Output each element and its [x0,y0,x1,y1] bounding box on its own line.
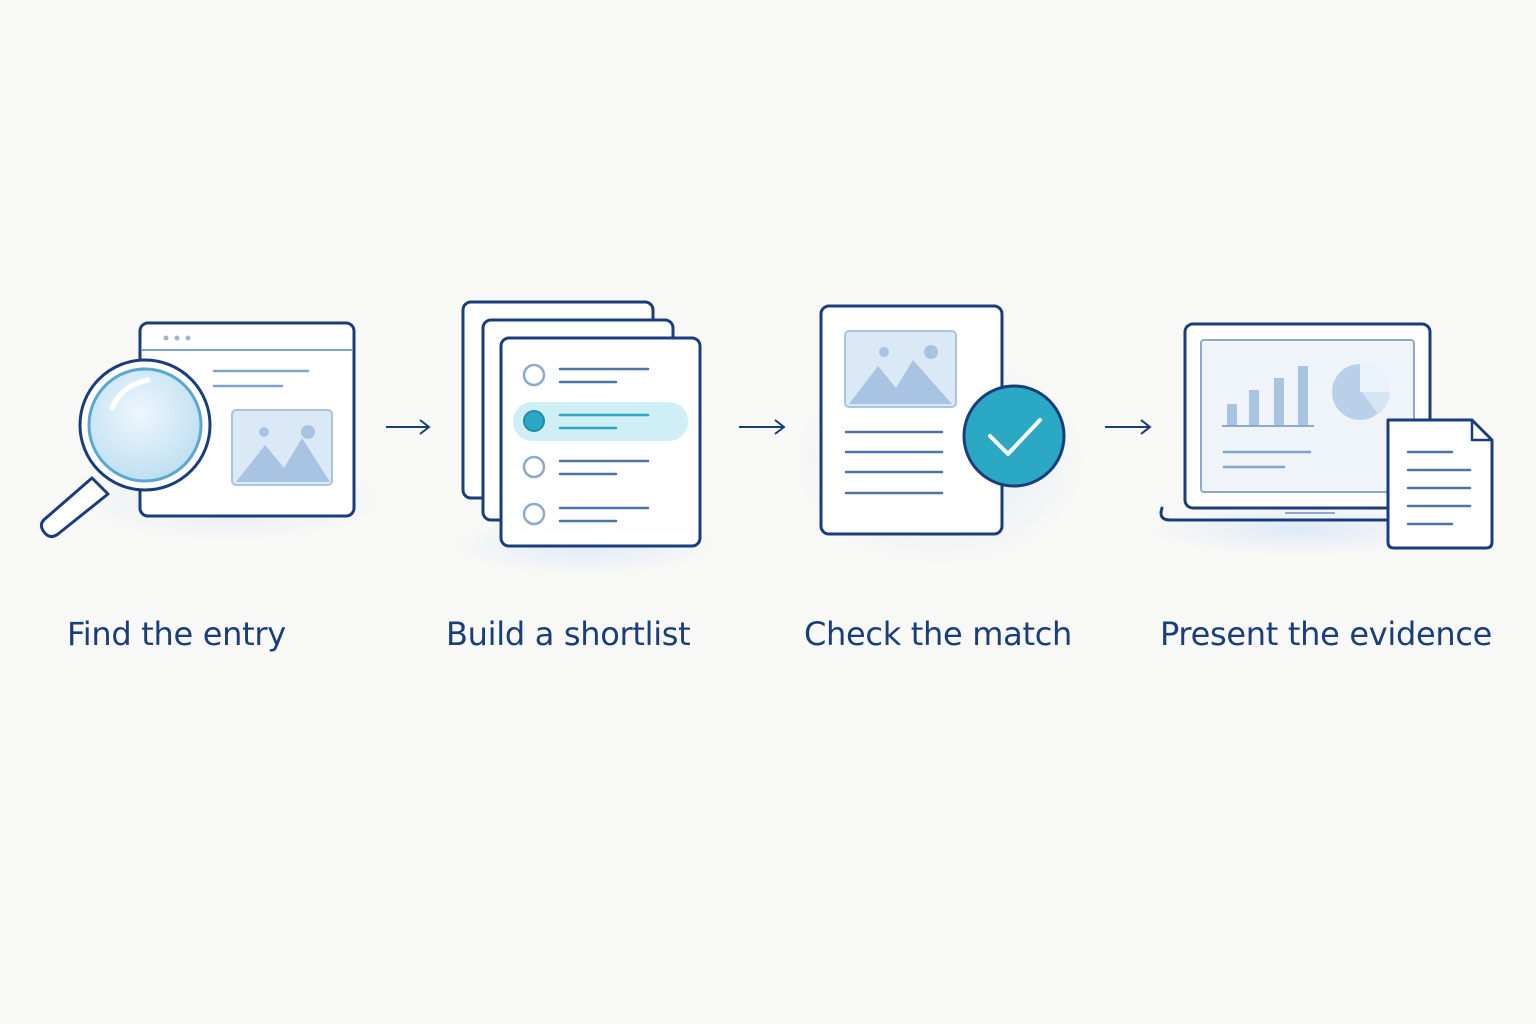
document-checkmark-icon [795,304,1085,565]
step-label-check-match: Check the match [804,615,1073,653]
laptop-chart-report-icon [1150,322,1494,555]
stacked-list-cards-icon [455,300,715,575]
arrow-right-icon [1105,419,1152,435]
step-label-build-shortlist: Build a shortlist [446,615,691,653]
magnifier-over-browser-icon [39,321,380,540]
arrow-right-icon [386,419,431,435]
step-label-present-evidence: Present the evidence [1160,615,1493,653]
step-label-find-entry: Find the entry [67,615,286,653]
arrow-right-icon [739,419,786,435]
